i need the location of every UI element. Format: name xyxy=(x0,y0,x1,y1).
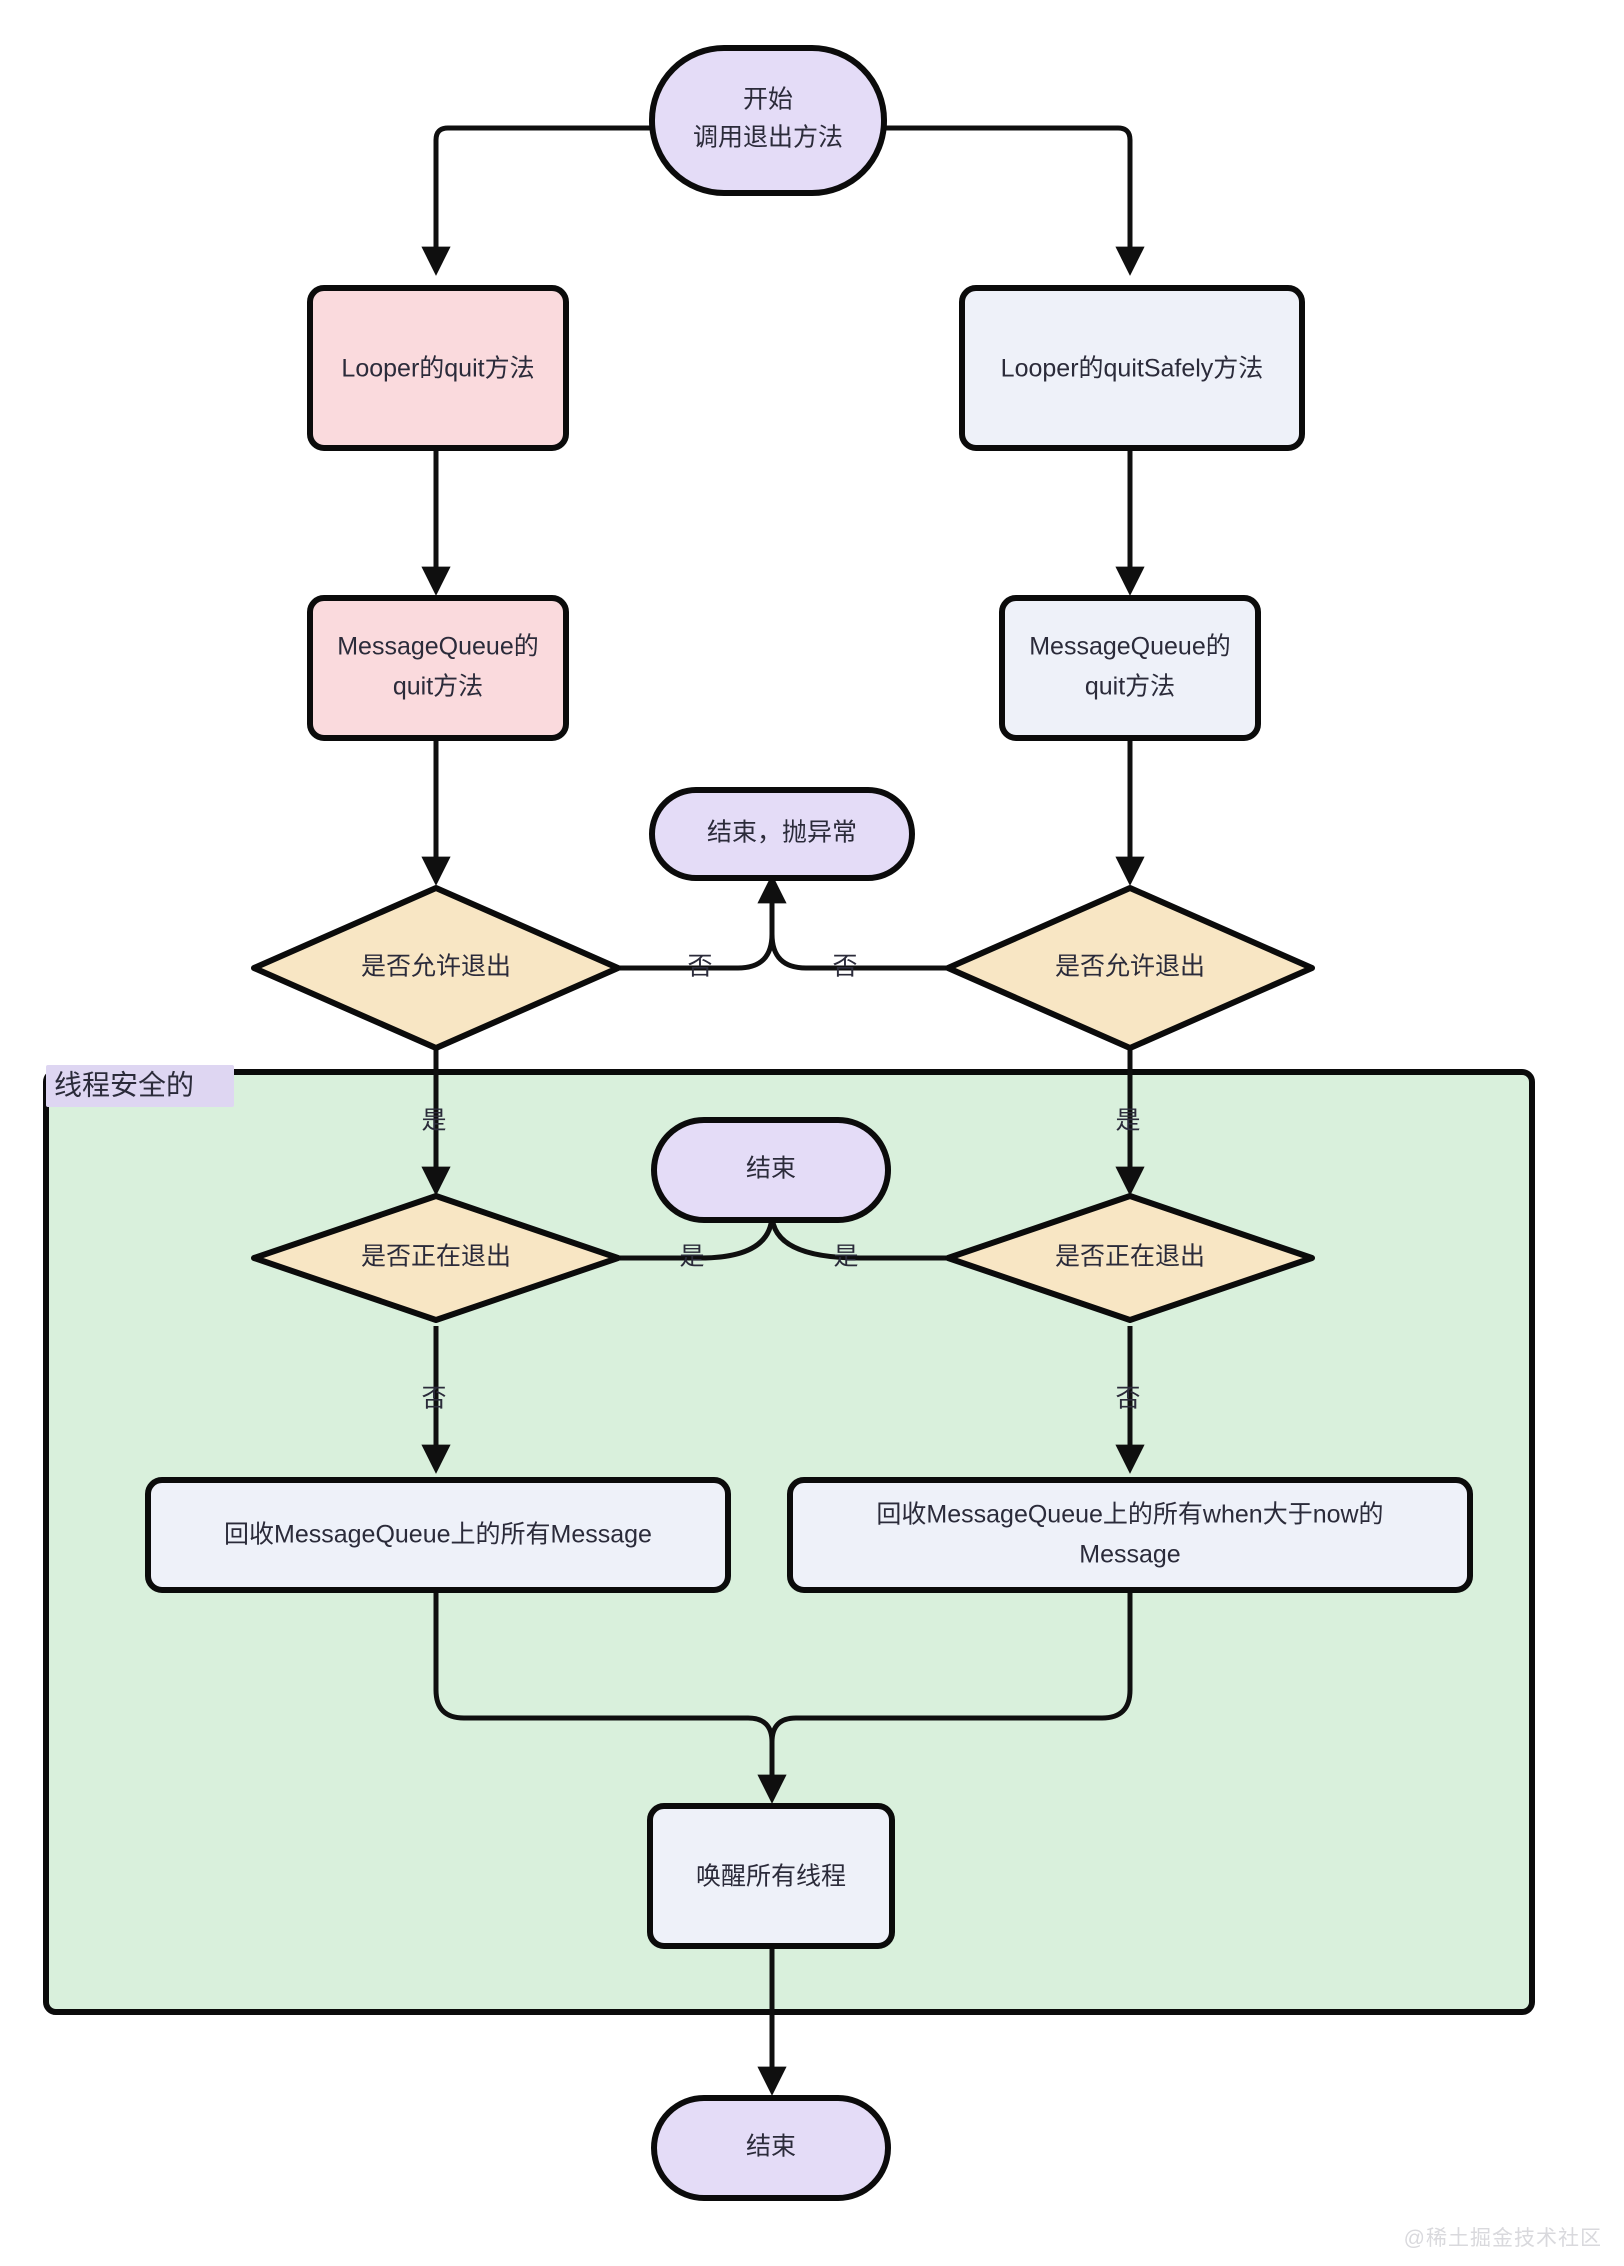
edge-label-allowquit-right-yes: 是 xyxy=(1115,1107,1140,1135)
cluster-label-text: 线程安全的 xyxy=(54,1069,194,1100)
node-recycle-all[interactable]: 回收MessageQueue上的所有Message xyxy=(145,1477,731,1593)
final-end-label: 结束 xyxy=(746,2133,796,2161)
edge-start-to-looper-quit xyxy=(421,125,660,276)
node-looper-quit-safely[interactable]: Looper的quitSafely方法 xyxy=(959,285,1305,451)
start-shape xyxy=(649,45,887,196)
edge-label-allowquit-right-no: 否 xyxy=(832,953,857,981)
node-allow-quit-left[interactable]: 是否允许退出 xyxy=(251,885,621,1051)
wake-threads-shape xyxy=(647,1803,895,1949)
mq-quit-left-label-line1: MessageQueue的 xyxy=(337,633,539,661)
node-allow-quit-right[interactable]: 是否允许退出 xyxy=(945,885,1315,1051)
node-final-end[interactable]: 结束 xyxy=(651,2095,891,2201)
end-middle-label: 结束 xyxy=(746,1155,796,1183)
mq-quit-right-label-line1: MessageQueue的 xyxy=(1029,633,1231,661)
start-label-line2: 调用退出方法 xyxy=(693,124,843,152)
final-end-shape xyxy=(651,2095,891,2201)
end-middle-shape xyxy=(651,1117,891,1223)
edges-layer xyxy=(421,125,1145,2096)
node-mq-quit-right[interactable]: MessageQueue的 quit方法 xyxy=(999,595,1261,741)
node-looper-quit[interactable]: Looper的quit方法 xyxy=(307,285,569,451)
mq-quit-left-shape xyxy=(307,595,569,741)
quitting-right-shape xyxy=(945,1193,1315,1323)
allow-quit-right-label: 是否允许退出 xyxy=(1055,953,1205,981)
recycle-all-label: 回收MessageQueue上的所有Message xyxy=(224,1521,652,1549)
quitting-left-label: 是否正在退出 xyxy=(361,1243,511,1271)
node-start[interactable]: 开始 调用退出方法 xyxy=(649,45,887,196)
allow-quit-right-shape xyxy=(945,885,1315,1051)
recycle-future-label-line1: 回收MessageQueue上的所有when大于now的 xyxy=(876,1501,1383,1529)
edge-label-quitting-right-no: 否 xyxy=(1115,1385,1140,1413)
node-recycle-future[interactable]: 回收MessageQueue上的所有when大于now的 Message xyxy=(787,1477,1473,1593)
wake-threads-label: 唤醒所有线程 xyxy=(696,1863,846,1891)
end-throw-label: 结束，抛异常 xyxy=(707,819,857,847)
allow-quit-left-label: 是否允许退出 xyxy=(361,953,511,981)
mq-quit-left-label-line2: quit方法 xyxy=(393,673,483,701)
edge-label-allowquit-left-yes: 是 xyxy=(421,1107,446,1135)
recycle-all-shape xyxy=(145,1477,731,1593)
node-wake-threads[interactable]: 唤醒所有线程 xyxy=(647,1803,895,1949)
watermark: @稀土掘金技术社区 xyxy=(1403,2227,1602,2250)
node-end-middle[interactable]: 结束 xyxy=(651,1117,891,1223)
quitting-left-shape xyxy=(251,1193,621,1323)
quitting-right-label: 是否正在退出 xyxy=(1055,1243,1205,1271)
edge-allowquit-right-no-to-endthrow xyxy=(769,880,948,971)
looper-quit-safely-shape xyxy=(959,285,1305,451)
start-label-line1: 开始 xyxy=(743,86,793,114)
looper-quit-label: Looper的quit方法 xyxy=(341,355,534,383)
allow-quit-left-shape xyxy=(251,885,621,1051)
mq-quit-right-label-line2: quit方法 xyxy=(1085,673,1175,701)
mq-quit-right-shape xyxy=(999,595,1261,741)
edge-start-to-looper-quitsafely xyxy=(768,125,1145,276)
looper-quit-shape xyxy=(307,285,569,451)
recycle-future-label-line2: Message xyxy=(1079,1541,1180,1569)
edge-label-quitting-left-no: 否 xyxy=(421,1385,446,1413)
recycle-future-shape xyxy=(787,1477,1473,1593)
edge-label-quitting-right-yes: 是 xyxy=(833,1243,858,1271)
cluster-label-badge xyxy=(46,1065,234,1107)
edge-label-allowquit-left-no: 否 xyxy=(687,953,712,981)
edge-label-quitting-left-yes: 是 xyxy=(679,1243,704,1271)
end-throw-shape xyxy=(649,787,915,881)
looper-quit-safely-label: Looper的quitSafely方法 xyxy=(1001,355,1264,383)
edge-labels-layer: 否 否 是 是 是 是 否 否 xyxy=(421,953,1140,1413)
node-end-throw[interactable]: 结束，抛异常 xyxy=(649,787,915,881)
node-mq-quit-left[interactable]: MessageQueue的 quit方法 xyxy=(307,595,569,741)
node-quitting-right[interactable]: 是否正在退出 xyxy=(945,1193,1315,1323)
edge-recycle-future-to-wake xyxy=(769,1590,1133,1798)
node-quitting-left[interactable]: 是否正在退出 xyxy=(251,1193,621,1323)
